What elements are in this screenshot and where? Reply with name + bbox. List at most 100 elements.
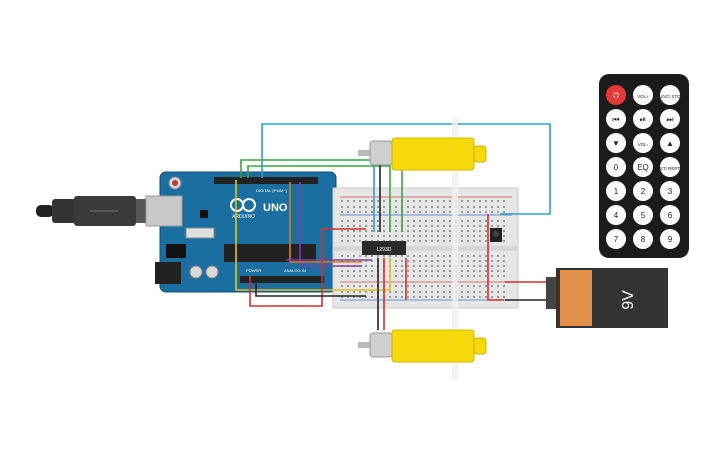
remote-key-5[interactable]: 5 — [633, 205, 653, 225]
chip-label: L293D — [377, 247, 392, 253]
remote-key-1[interactable]: 1 — [606, 181, 626, 201]
motor-bottom[interactable] — [358, 329, 487, 363]
motor-top[interactable] — [358, 118, 487, 380]
remote-key-circle — [633, 205, 653, 225]
remote-key-circle — [633, 109, 653, 129]
crystal — [185, 227, 215, 239]
remote-key-label: 2 — [641, 187, 646, 196]
remote-key-label: 7 — [614, 235, 619, 244]
power-analog-header — [240, 276, 324, 283]
remote-key-circle — [633, 85, 653, 105]
wire-green[interactable] — [240, 159, 403, 232]
remote-key-vol-down[interactable]: VOL- — [633, 133, 653, 153]
wire-blue[interactable] — [261, 123, 551, 215]
ir-receiver[interactable] — [490, 228, 502, 242]
remote-key-down[interactable]: ▼ — [606, 133, 626, 153]
remote-key-label: VOL- — [638, 142, 649, 147]
motor-driver-chip[interactable]: L293D — [362, 241, 406, 255]
remote-key-label: 1 — [614, 187, 619, 196]
battery-terminals — [546, 277, 558, 309]
remote-key-up[interactable]: ▲ — [660, 133, 680, 153]
remote-key-label: 8 — [641, 235, 646, 244]
remote-key-st-rept[interactable]: ST/ REPT — [660, 157, 681, 177]
usb-cable[interactable] — [36, 196, 148, 226]
remote-key-label: ST/ REPT — [660, 166, 681, 171]
motor-body — [369, 140, 393, 166]
brand-label: ARDUINO — [232, 214, 255, 220]
remote-key-circle — [660, 205, 680, 225]
remote-key-circle — [633, 157, 653, 177]
microcontroller-chip — [224, 244, 316, 262]
remote-key-vol-up[interactable]: VOL+ — [633, 85, 653, 105]
digital-header — [214, 177, 318, 184]
remote-key-label: ⏮ — [612, 115, 619, 124]
ir-remote[interactable]: ⏻ VOL+FUNC/ STOP ⏮ ⏯ ⏭ ▼ VOL- ▲ 0 EQ ST/ REPT 1 2 3 4 5… — [599, 74, 689, 258]
remote-key-circle — [606, 229, 626, 249]
remote-key-circle — [660, 85, 680, 105]
wire-purple[interactable] — [299, 182, 362, 267]
motor-body — [369, 332, 393, 358]
center-channel — [333, 246, 518, 251]
capacitor — [205, 265, 219, 279]
remote-key-label: 3 — [668, 187, 673, 196]
remote-keypad: ⏻ VOL+FUNC/ STOP ⏮ ⏯ ⏭ ▼ VOL- ▲ 0 EQ ST/ REPT 1 2 3 4 5… — [606, 85, 684, 249]
battery-label: 9V — [620, 290, 637, 310]
remote-key-label: ⏻ — [613, 91, 620, 100]
remote-key-circle — [606, 85, 626, 105]
digital-label: DIGITAL (PWM~) — [256, 188, 288, 193]
power-jack — [155, 262, 181, 284]
remote-key-label: ⏯ — [640, 115, 646, 124]
wire-red-ir[interactable] — [487, 214, 504, 301]
remote-key-circle — [606, 109, 626, 129]
remote-key-circle — [660, 181, 680, 201]
capacitor — [189, 265, 203, 279]
remote-key-6[interactable]: 6 — [660, 205, 680, 225]
remote-key-eq[interactable]: EQ — [633, 157, 653, 177]
remote-key-label: 5 — [641, 211, 646, 220]
remote-key-8[interactable]: 8 — [633, 229, 653, 249]
battery-label-band — [560, 270, 592, 326]
remote-key-label: FUNC/ STOP — [656, 94, 683, 99]
remote-key-2[interactable]: 2 — [633, 181, 653, 201]
remote-key-0[interactable]: 0 — [606, 157, 626, 177]
remote-key-circle — [606, 157, 626, 177]
wire-black[interactable] — [255, 276, 366, 297]
remote-key-3[interactable]: 3 — [660, 181, 680, 201]
usb-port — [145, 195, 183, 227]
remote-key-circle — [660, 109, 680, 129]
remote-key-circle — [660, 133, 680, 153]
remote-key-label: EQ — [637, 163, 649, 172]
remote-key-func-stop[interactable]: FUNC/ STOP — [656, 85, 684, 105]
remote-key-label: ▲ — [666, 139, 674, 148]
analog-label: ANALOG IN — [284, 268, 306, 273]
gearbox — [391, 137, 475, 171]
battery-9v[interactable]: 9V — [546, 268, 668, 328]
arduino-board[interactable]: ARDUINO UNO DIGITAL (PWM~) POWER ANALOG … — [145, 171, 337, 293]
remote-key-next[interactable]: ⏭ — [660, 109, 680, 129]
remote-key-label: 4 — [614, 211, 619, 220]
remote-key-circle — [660, 157, 680, 177]
wire-yellow[interactable] — [235, 180, 391, 291]
axle — [452, 118, 458, 380]
remote-key-label: 6 — [668, 211, 673, 220]
power-label: POWER — [246, 268, 261, 273]
remote-key-power[interactable]: ⏻ — [606, 85, 626, 105]
remote-key-play-pause[interactable]: ⏯ — [633, 109, 653, 129]
wire-red[interactable] — [249, 228, 366, 307]
wire-green-2[interactable] — [247, 165, 391, 232]
wire-orange[interactable] — [289, 182, 362, 263]
remote-key-label: ▼ — [612, 139, 620, 148]
remote-key-circle — [633, 181, 653, 201]
remote-key-label: 9 — [668, 235, 673, 244]
gearbox — [391, 329, 475, 363]
remote-key-9[interactable]: 9 — [660, 229, 680, 249]
remote-key-circle — [606, 181, 626, 201]
remote-key-prev[interactable]: ⏮ — [606, 109, 626, 129]
remote-key-circle — [606, 205, 626, 225]
remote-key-circle — [633, 229, 653, 249]
remote-key-4[interactable]: 4 — [606, 205, 626, 225]
remote-key-7[interactable]: 7 — [606, 229, 626, 249]
model-label: UNO — [263, 202, 288, 214]
